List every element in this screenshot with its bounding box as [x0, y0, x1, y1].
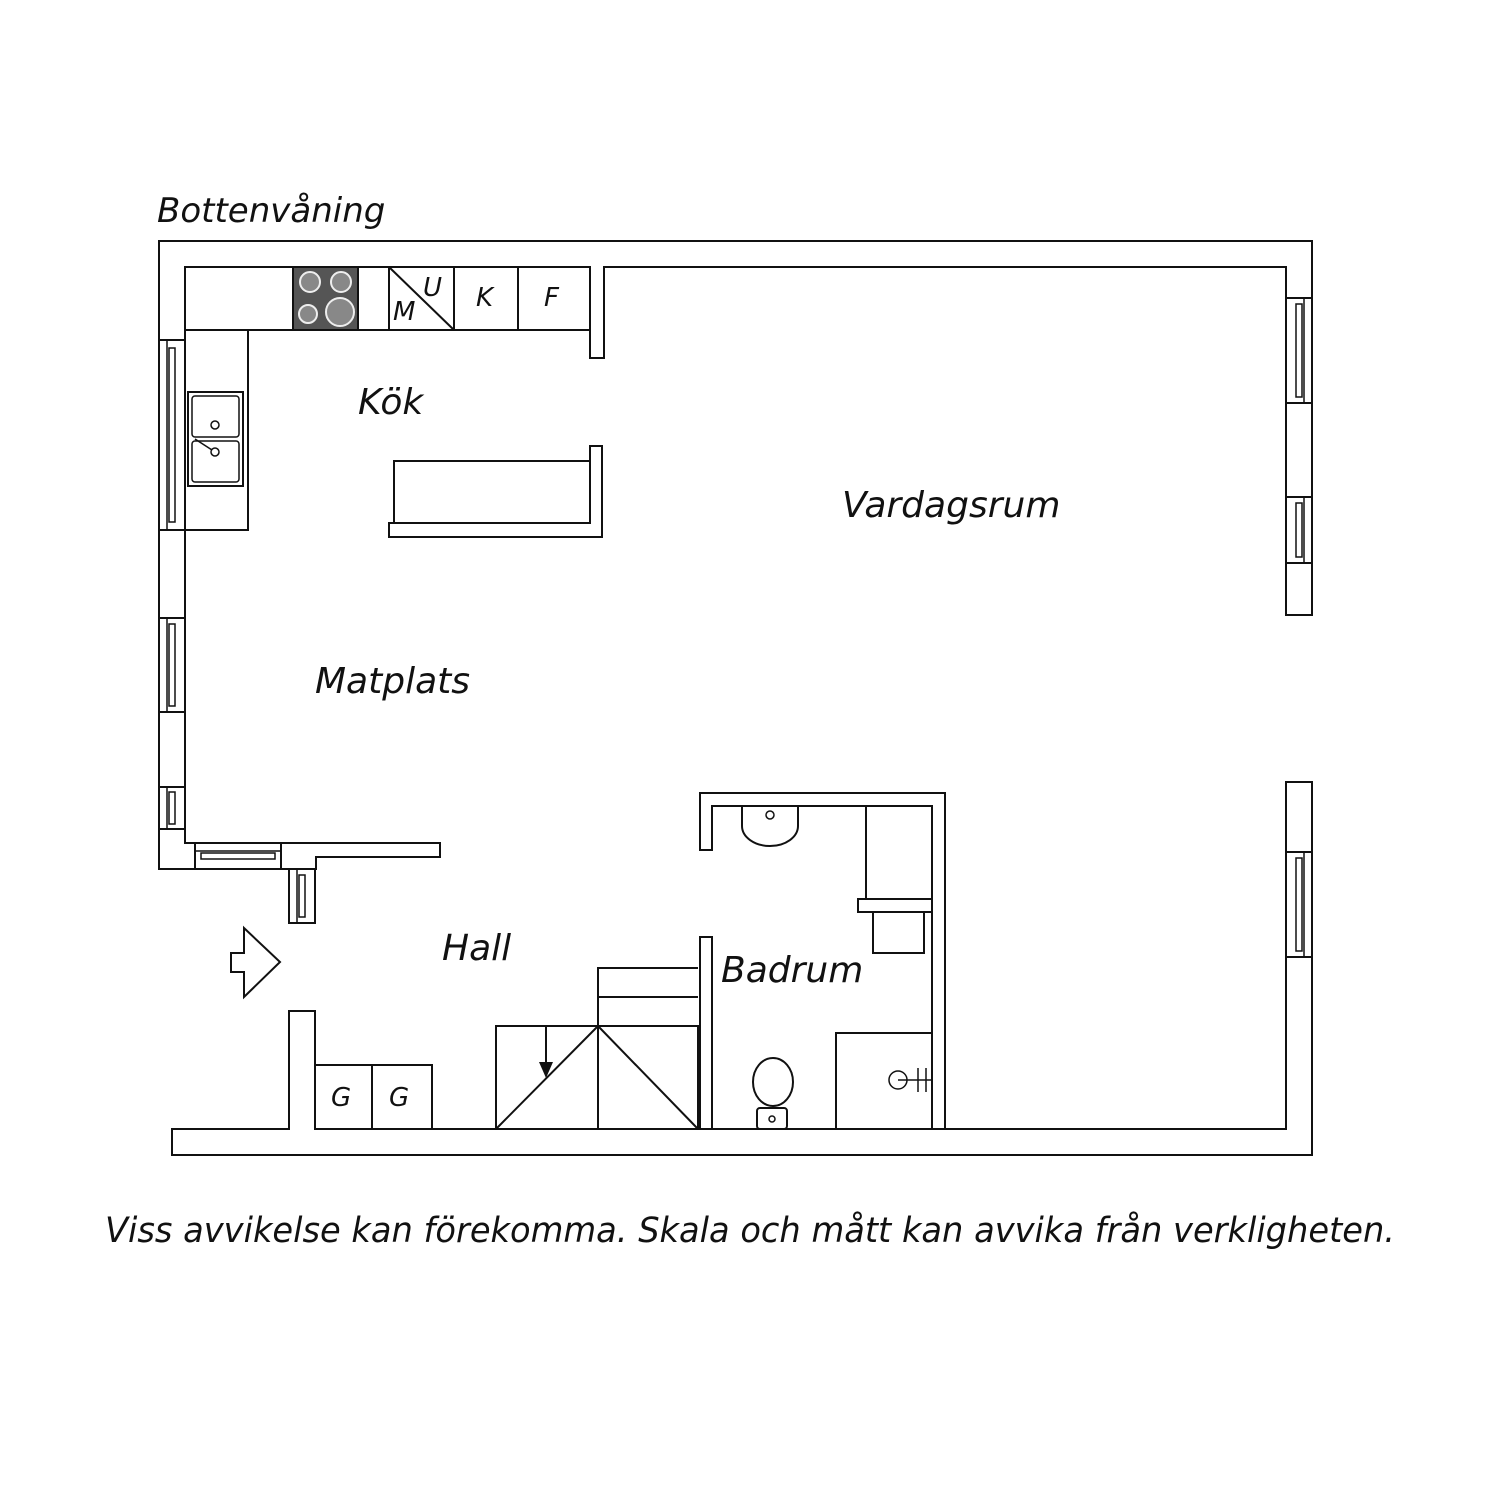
stove-icon	[292, 266, 359, 331]
bathroom-cabinets	[857, 805, 933, 954]
window-hall-vertical	[288, 868, 316, 924]
upper-cabinet-label: U	[423, 273, 442, 303]
outer-walls	[158, 240, 1313, 1156]
window-left-1	[158, 339, 186, 531]
window-right-3	[1285, 851, 1313, 958]
room-label-kitchen: Kök	[358, 382, 425, 423]
wall-left-mid	[158, 711, 186, 788]
window-right-1	[1285, 297, 1313, 404]
stair-arrow-icon	[539, 1062, 553, 1078]
entrance-arrow-icon	[230, 925, 282, 1000]
toilet-icon	[752, 1057, 794, 1130]
sink-icon	[187, 391, 244, 487]
staircase	[495, 967, 699, 1130]
wall-right-lower	[1285, 781, 1313, 853]
kitchen-counter	[185, 267, 590, 531]
microwave-cabinet: M U	[388, 266, 455, 331]
wall-hall-stub	[280, 842, 441, 870]
room-label-bathroom: Badrum	[721, 950, 863, 991]
microwave-label: M	[393, 297, 415, 327]
freezer-label: F	[544, 283, 560, 313]
cooler-label: K	[476, 283, 495, 313]
hall-wardrobes: G G	[314, 1064, 433, 1130]
washbasin-icon	[741, 806, 799, 847]
kitchen-island	[388, 445, 603, 538]
shower-icon	[835, 1032, 932, 1129]
window-right-2	[1285, 496, 1313, 564]
window-left-2	[158, 617, 186, 713]
window-left-3	[158, 786, 186, 830]
wall-right-upper	[1285, 402, 1313, 498]
room-label-hall: Hall	[442, 928, 511, 969]
room-label-living-room: Vardagsrum	[842, 485, 1060, 526]
disclaimer-text: Viss avvikelse kan förekomma. Skala och …	[105, 1210, 1395, 1251]
wardrobe-label-2: G	[389, 1083, 409, 1113]
wall-right-upper-2	[1285, 562, 1313, 616]
wall-bottom	[171, 956, 1313, 1156]
window-hall-horizontal	[194, 842, 282, 870]
wall-left	[158, 529, 186, 619]
windows	[158, 297, 1313, 958]
wardrobe-label-1: G	[331, 1083, 351, 1113]
wall-left-corner	[158, 828, 196, 870]
floor-title: Bottenvåning	[157, 191, 385, 231]
room-label-dining: Matplats	[315, 661, 470, 702]
